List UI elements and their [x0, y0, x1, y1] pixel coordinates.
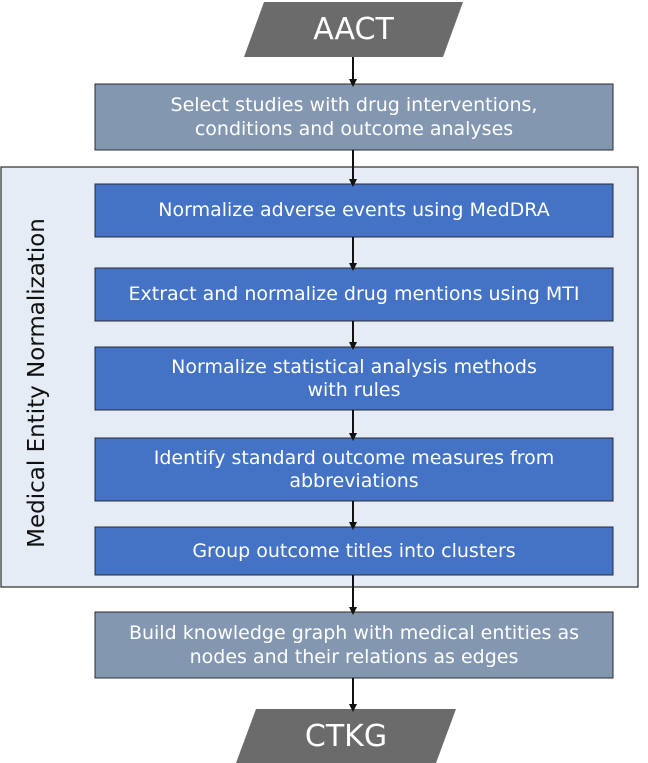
select-studies-label: Select studies with drug interventions, …: [95, 84, 613, 150]
group-outcome-titles-line-1: Group outcome titles into clusters: [192, 539, 516, 562]
normalize-statistical-methods-label: Normalize statistical analysis methods w…: [95, 347, 613, 410]
build-knowledge-graph-line-2: nodes and their relations as edges: [189, 646, 519, 668]
select-studies-box: [94, 83, 614, 151]
normalize-adverse-events-label: Normalize adverse events using MedDRA: [95, 184, 613, 237]
target-node-label: CTKG: [236, 709, 456, 763]
identify-outcome-measures-label: Identify standard outcome measures from …: [95, 438, 613, 501]
select-studies-line-1: Select studies with drug interventions,: [170, 94, 538, 116]
build-knowledge-graph-label: Build knowledge graph with medical entit…: [95, 612, 613, 678]
extract-drug-mentions-label: Extract and normalize drug mentions usin…: [95, 268, 613, 321]
identify-outcome-measures-line-1: Identify standard outcome measures from: [153, 446, 555, 469]
target-node-shape: [236, 709, 456, 763]
select-studies-line-2: conditions and outcome analyses: [194, 118, 514, 140]
group-side-label: Medical Entity Normalization: [24, 218, 50, 548]
source-node-shape: [244, 2, 463, 57]
target-label-text: CTKG: [304, 718, 388, 754]
group-outcome-titles-label: Group outcome titles into clusters: [95, 527, 613, 575]
normalize-statistical-methods-line-1: Normalize statistical analysis methods: [171, 355, 537, 378]
normalize-adverse-events-line-1: Normalize adverse events using MedDRA: [158, 199, 550, 221]
extract-drug-mentions-line-1: Extract and normalize drug mentions usin…: [128, 283, 580, 305]
source-node-label: AACT: [244, 2, 463, 57]
build-knowledge-graph-line-1: Build knowledge graph with medical entit…: [128, 622, 580, 644]
normalize-statistical-methods-line-2: with rules: [307, 378, 401, 401]
normalize-adverse-events-box: [94, 183, 614, 238]
source-label-text: AACT: [313, 12, 394, 47]
identify-outcome-measures-line-2: abbreviations: [289, 469, 419, 492]
extract-drug-mentions-box: [94, 267, 614, 322]
